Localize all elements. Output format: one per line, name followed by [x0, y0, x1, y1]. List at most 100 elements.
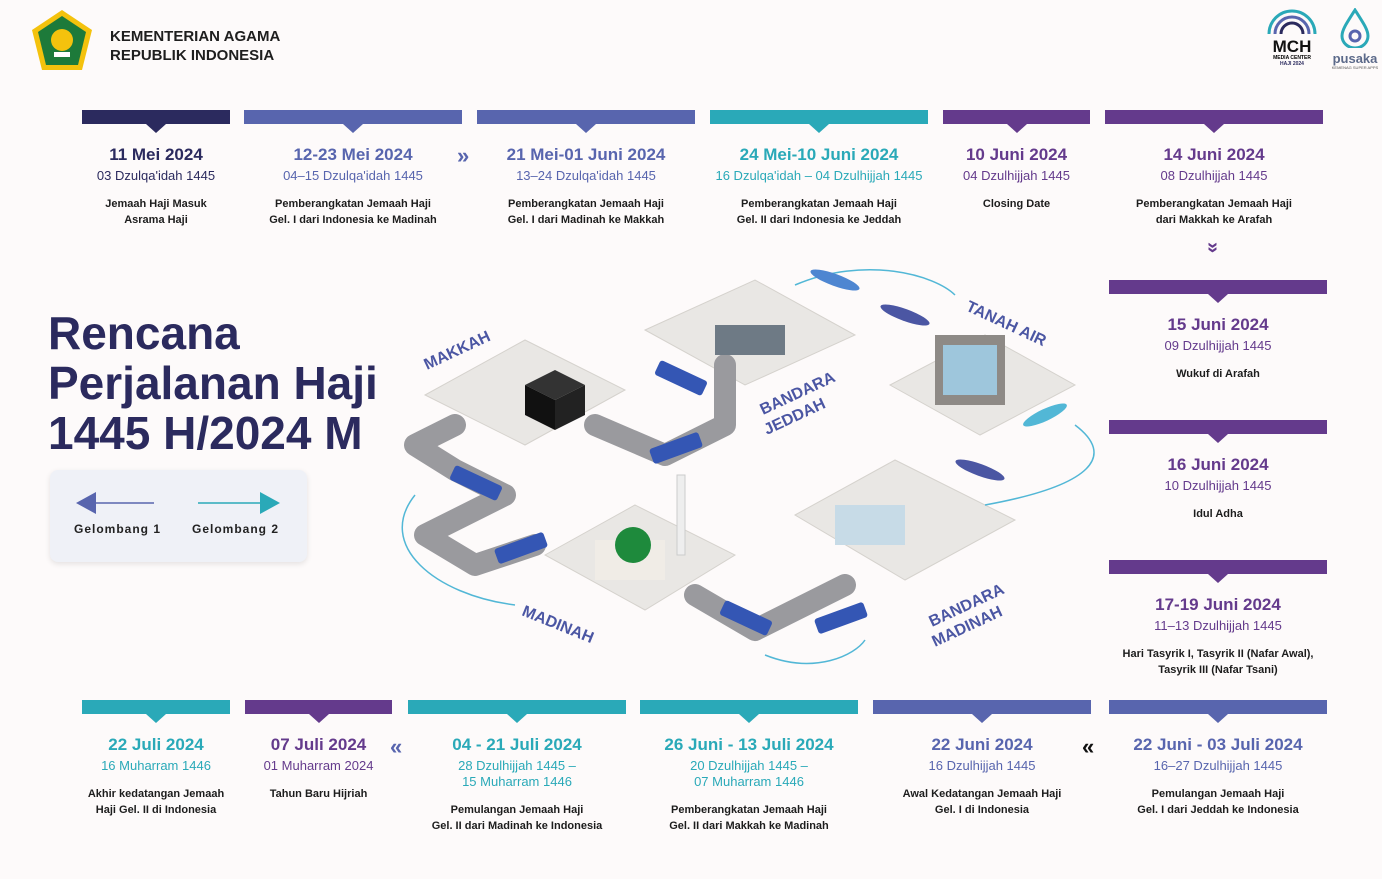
event-date: 26 Juni - 13 Juli 2024 [664, 735, 834, 754]
event-marker-bar [710, 110, 928, 133]
event-date: 04 - 21 Juli 2024 [452, 735, 582, 754]
event-description: Tahun Baru Hijriah [269, 788, 368, 800]
event-hijri-date: 16–27 Dzulhijjah 1445 [1153, 758, 1283, 773]
event-marker-bar [244, 110, 462, 133]
event-date: 17-19 Juni 2024 [1155, 595, 1281, 614]
event-description: Pemberangkatan Jemaah Haji dari Makkah k… [1136, 198, 1292, 226]
ministry-logo [28, 8, 96, 74]
event-marker-bar [82, 700, 230, 723]
airport-terminal [715, 325, 905, 545]
event-description: Jemaah Haji Masuk Asrama Haji [105, 198, 207, 226]
event-description: Pemberangkatan Jemaah Haji Gel. II dari … [669, 804, 829, 832]
event-description: Pemulangan Jemaah Haji Gel. II dari Madi… [431, 804, 603, 832]
event-hijri-date: 11–13 Dzulhijjah 1445 [1154, 618, 1282, 633]
ministry-name-line2: REPUBLIK INDONESIA [110, 47, 275, 64]
event-marker-bar [1109, 280, 1327, 303]
event-date: 10 Juni 2024 [965, 145, 1068, 164]
mch-logo: MCH MEDIA CENTER HAJI 2024 [1262, 8, 1322, 67]
timeline-event: 04 - 21 Juli 2024 28 Dzulhijjah 1445 – 15… [408, 700, 626, 834]
event-hijri-date: 08 Dzulhijjah 1445 [1160, 168, 1268, 183]
mosque [595, 474, 686, 580]
hotel-building [935, 335, 1005, 405]
event-description: Awal Kedatangan Jemaah Haji Gel. I di In… [902, 788, 1062, 816]
event-marker-bar [82, 110, 230, 133]
event-marker-bar [408, 700, 626, 723]
event-description: Idul Adha [1193, 508, 1243, 520]
event-hijri-date: 16 Dzulhijjah 1445 [928, 758, 1036, 773]
event-hijri-date: 20 Dzulhijjah 1445 – 07 Muharram 1446 [690, 758, 808, 789]
timeline-event: 26 Juni - 13 Juli 2024 20 Dzulhijjah 1445… [640, 700, 858, 834]
chevron-left-icon: « [390, 734, 403, 759]
journey-map: MAKKAH BANDARA JEDDAH TANAH AIR BANDARA … [401, 268, 1095, 665]
event-date: 16 Juni 2024 [1167, 455, 1269, 474]
event-date: 11 Mei 2024 [109, 145, 203, 164]
airplane-icons [810, 269, 1067, 481]
timeline-event: 21 Mei-01 Juni 2024 13–24 Dzulqa'idah 144… [477, 110, 695, 228]
event-description: Pemberangkatan Jemaah Haji Gel. II dari … [736, 198, 902, 226]
mch-logo-year: HAJI 2024 [1280, 61, 1304, 67]
event-hijri-date: 16 Muharram 1446 [101, 758, 211, 773]
legend-wave-2: Gelombang 2 [192, 522, 280, 536]
event-hijri-date: 13–24 Dzulqa'idah 1445 [516, 168, 656, 183]
legend-arrows [76, 492, 280, 514]
pusaka-logo-text: pusaka [1332, 51, 1378, 66]
mch-logo-sub: MEDIA CENTER [1273, 55, 1311, 61]
event-description: Wukuf di Arafah [1176, 368, 1260, 380]
chevron-right-icon: » [457, 143, 470, 168]
event-hijri-date: 10 Dzulhijjah 1445 [1164, 478, 1272, 493]
event-date: 15 Juni 2024 [1167, 315, 1269, 334]
map-label-madinah: MADINAH [520, 603, 596, 647]
event-hijri-date: 16 Dzulqa'idah – 04 Dzulhijjah 1445 [715, 168, 923, 183]
bus-icons [450, 360, 868, 636]
event-date: 12-23 Mei 2024 [293, 145, 413, 164]
kaaba [525, 370, 585, 430]
event-date: 22 Juli 2024 [108, 735, 204, 754]
event-description: Pemberangkatan Jemaah Haji Gel. I dari M… [507, 198, 665, 226]
event-marker-bar [477, 110, 695, 133]
event-hijri-date: 01 Muharram 2024 [263, 758, 374, 773]
timeline-event: 22 Juni - 03 Juli 2024 16–27 Dzulhijjah 1… [1109, 700, 1327, 818]
event-marker-bar [943, 110, 1090, 133]
pusaka-logo-sub: KEMENAG SUPER APPS [1331, 65, 1379, 70]
legend: Gelombang 1 Gelombang 2 [50, 470, 307, 562]
event-hijri-date: 03 Dzulqa'idah 1445 [96, 168, 216, 183]
chevron-down-icon: » [1202, 241, 1225, 254]
event-marker-bar [245, 700, 392, 723]
event-date: 14 Juni 2024 [1163, 145, 1265, 164]
page-title: Rencana Perjalanan Haji 1445 H/2024 M [48, 307, 378, 459]
event-marker-bar [1109, 420, 1327, 443]
event-marker-bar [1109, 560, 1327, 583]
event-date: 21 Mei-01 Juni 2024 [506, 145, 666, 164]
event-description: Pemulangan Jemaah Haji Gel. I dari Jedda… [1137, 788, 1299, 816]
event-marker-bar [1109, 700, 1327, 723]
event-description: Hari Tasyrik I, Tasyrik II (Nafar Awal),… [1122, 648, 1314, 676]
legend-wave-1: Gelombang 1 [74, 522, 162, 536]
event-marker-bar [1105, 110, 1323, 133]
ministry-name-line1: KEMENTERIAN AGAMA [110, 28, 281, 45]
event-date: 07 Juli 2024 [270, 735, 367, 754]
event-description: Akhir kedatangan Jemaah Haji Gel. II di … [87, 788, 225, 816]
event-description: Pemberangkatan Jemaah Haji Gel. I dari I… [269, 198, 437, 226]
event-date: 22 Juni 2024 [931, 735, 1033, 754]
event-marker-bar [640, 700, 858, 723]
event-hijri-date: 28 Dzulhijjah 1445 – 15 Muharram 1446 [458, 758, 576, 789]
event-hijri-date: 04–15 Dzulqa'idah 1445 [283, 168, 423, 183]
event-date: 24 Mei-10 Juni 2024 [739, 145, 899, 164]
chevron-left-icon: « [1082, 734, 1095, 759]
timeline-event: 24 Mei-10 Juni 2024 16 Dzulqa'idah – 04 D… [710, 110, 928, 228]
event-description: Closing Date [982, 198, 1051, 210]
mch-logo-text: MCH [1272, 37, 1312, 56]
event-marker-bar [873, 700, 1091, 723]
event-date: 22 Juni - 03 Juli 2024 [1133, 735, 1303, 754]
pusaka-logo: pusaka KEMENAG SUPER APPS [1328, 7, 1382, 70]
event-hijri-date: 04 Dzulhijjah 1445 [963, 168, 1070, 183]
